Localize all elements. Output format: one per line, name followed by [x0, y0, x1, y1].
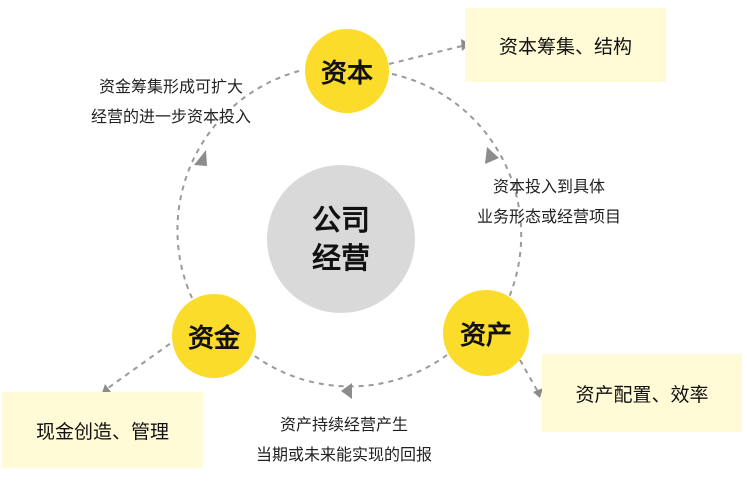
leader-funds-box	[107, 337, 179, 389]
node-capital: 资本	[305, 29, 389, 113]
box-cash-creation-management: 现金创造、管理	[2, 392, 203, 468]
node-funds: 资金	[172, 294, 256, 378]
caption-assets-to-funds-line1: 资产持续经营产生	[279, 415, 408, 434]
cycle-arc-capital-to-assets	[391, 73, 523, 334]
caption-capital-to-assets-line2: 业务形态或经营项目	[476, 207, 621, 226]
caption-funds-to-capital-line2: 经营的进一步资本投入	[90, 107, 251, 126]
caption-assets-to-funds: 资产持续经营产生 当期或未来能实现的回报	[220, 410, 468, 470]
leader-head-funds	[102, 384, 111, 393]
arrow-head-left	[194, 150, 207, 166]
center-label-line2: 经营	[311, 241, 370, 275]
box-asset-allocation-efficiency: 资产配置、效率	[542, 354, 742, 432]
cycle-arc-assets-to-funds	[247, 350, 448, 388]
cycle-arc-funds-to-capital	[176, 69, 304, 299]
caption-capital-to-assets: 资本投入到具体 业务形态或经营项目	[440, 172, 658, 232]
center-node-company-operations: 公司 经营	[267, 165, 415, 313]
arrow-head-bottom	[341, 383, 352, 399]
leader-head-assets	[533, 388, 543, 398]
leader-capital-box	[388, 45, 463, 65]
node-assets: 资产	[443, 290, 529, 376]
arrow-head-right	[485, 147, 499, 164]
caption-assets-to-funds-line2: 当期或未来能实现的回报	[255, 445, 432, 464]
caption-funds-to-capital: 资金筹集形成可扩大 经营的进一步资本投入	[56, 72, 286, 132]
caption-funds-to-capital-line1: 资金筹集形成可扩大	[98, 77, 243, 96]
leader-assets-box	[519, 359, 539, 393]
box-capital-raising-structure: 资本筹集、结构	[465, 8, 666, 82]
caption-capital-to-assets-line1: 资本投入到具体	[492, 177, 605, 196]
center-label-line1: 公司	[311, 203, 370, 237]
